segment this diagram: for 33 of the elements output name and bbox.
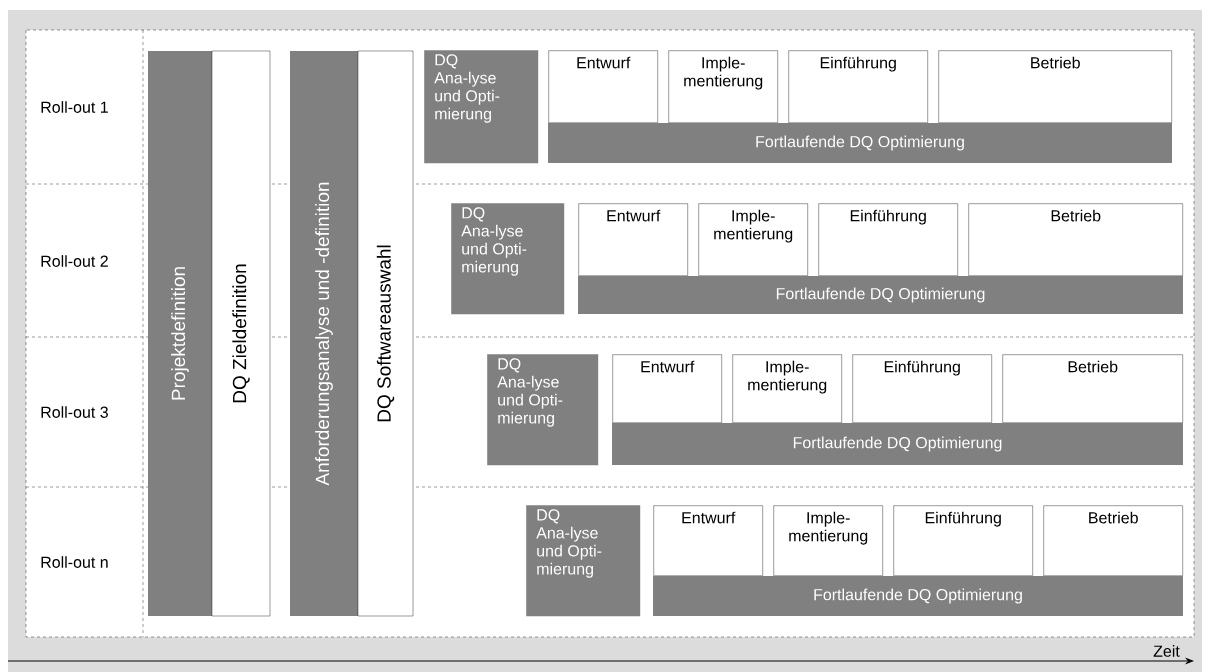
phase-box: Betrieb: [938, 50, 1172, 123]
phase-box: Imple-mentierung: [773, 505, 883, 576]
analysis-box: DQ Ana-lyse und Opti-mierung: [487, 354, 599, 466]
phase-box: Entwurf: [612, 354, 722, 423]
phase-bar: Anforderungsanalyse und -definition: [290, 51, 358, 616]
phase-box: Entwurf: [653, 505, 763, 576]
row-label: Roll-out 2: [41, 255, 108, 267]
phase-box: Entwurf: [548, 50, 658, 123]
row-label: Roll-out n: [41, 556, 108, 568]
phase-box: Entwurf: [578, 203, 688, 276]
phase-box: Imple-mentierung: [668, 50, 778, 123]
axis-label: Zeit: [1153, 645, 1180, 657]
phase-box: Betrieb: [1002, 354, 1183, 423]
analysis-box: DQ Ana-lyse und Opti-mierung: [451, 203, 565, 315]
phase-box: Betrieb: [968, 203, 1183, 276]
phase-box: Betrieb: [1043, 505, 1183, 576]
optimization-bar: Fortlaufende DQ Optimierung: [548, 123, 1172, 163]
row-label: Roll-out 3: [41, 406, 108, 418]
phase-box: Einführung: [818, 203, 958, 276]
analysis-box: DQ Ana-lyse und Opti-mierung: [526, 505, 641, 617]
optimization-bar: Fortlaufende DQ Optimierung: [653, 576, 1183, 616]
optimization-bar: Fortlaufende DQ Optimierung: [612, 423, 1183, 465]
row-label: Roll-out 1: [41, 101, 108, 113]
phase-box: Imple-mentierung: [732, 354, 842, 423]
phase-bar: Projektdefinition: [148, 51, 212, 616]
phase-bar: DQ Softwareauswahl: [357, 50, 414, 617]
phase-box: Einführung: [788, 50, 928, 123]
optimization-bar: Fortlaufende DQ Optimierung: [578, 276, 1183, 314]
analysis-box: DQ Ana-lyse und Opti-mierung: [424, 50, 539, 164]
phase-bar: DQ Zieldefinition: [211, 50, 271, 617]
phase-box: Einführung: [893, 505, 1033, 576]
phase-box: Imple-mentierung: [698, 203, 808, 276]
phase-box: Einführung: [852, 354, 992, 423]
